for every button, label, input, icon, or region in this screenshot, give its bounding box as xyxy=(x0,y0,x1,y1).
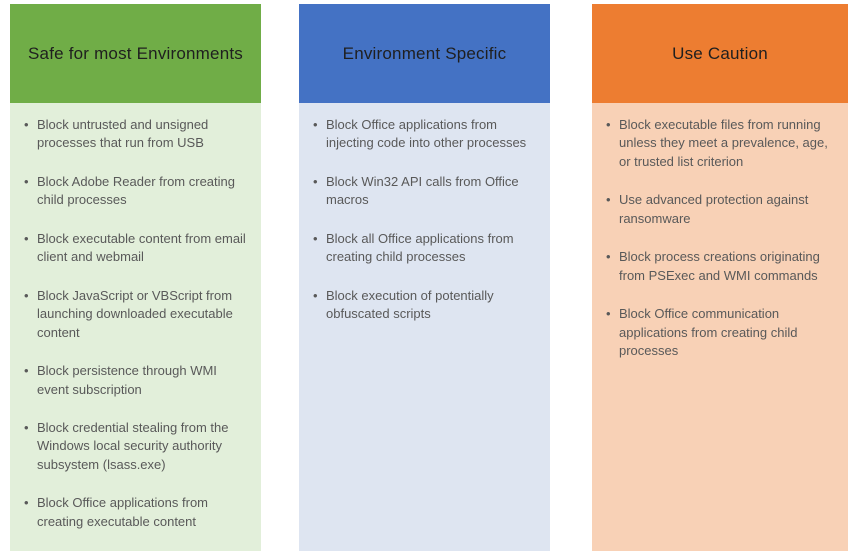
list-item: Use advanced protection against ransomwa… xyxy=(606,191,836,228)
list-item: Block JavaScript or VBScript from launch… xyxy=(24,287,249,342)
list-item: Block Office applications from creating … xyxy=(24,494,249,531)
list-item: Block persistence through WMI event subs… xyxy=(24,362,249,399)
list-item: Block executable content from email clie… xyxy=(24,230,249,267)
column-safe-list: Block untrusted and unsigned processes t… xyxy=(10,103,261,531)
list-item: Block all Office applications from creat… xyxy=(313,230,538,267)
list-item: Block credential stealing from the Windo… xyxy=(24,419,249,474)
list-item: Block untrusted and unsigned processes t… xyxy=(24,116,249,153)
column-safe-header: Safe for most Environments xyxy=(10,4,261,103)
column-use-caution-body: Block executable files from running unle… xyxy=(592,103,848,551)
column-safe-title: Safe for most Environments xyxy=(28,43,243,63)
list-item: Block executable files from running unle… xyxy=(606,116,836,171)
list-item: Block process creations originating from… xyxy=(606,248,836,285)
column-environment-specific-title: Environment Specific xyxy=(342,43,507,63)
list-item: Block Office communication applications … xyxy=(606,305,836,360)
column-environment-specific-list: Block Office applications from injecting… xyxy=(299,103,550,324)
column-use-caution-title: Use Caution xyxy=(672,43,768,63)
column-safe: Safe for most Environments Block untrust… xyxy=(10,4,261,551)
list-item: Block Office applications from injecting… xyxy=(313,116,538,153)
list-item: Block Adobe Reader from creating child p… xyxy=(24,173,249,210)
column-use-caution-header: Use Caution xyxy=(592,4,848,103)
column-safe-body: Block untrusted and unsigned processes t… xyxy=(10,103,261,551)
list-item: Block execution of potentially obfuscate… xyxy=(313,287,538,324)
column-environment-specific-body: Block Office applications from injecting… xyxy=(299,103,550,551)
column-environment-specific: Environment Specific Block Office applic… xyxy=(299,4,550,551)
list-item: Block Win32 API calls from Office macros xyxy=(313,173,538,210)
column-use-caution: Use Caution Block executable files from … xyxy=(592,4,848,551)
column-use-caution-list: Block executable files from running unle… xyxy=(592,103,848,361)
column-environment-specific-header: Environment Specific xyxy=(299,4,550,103)
